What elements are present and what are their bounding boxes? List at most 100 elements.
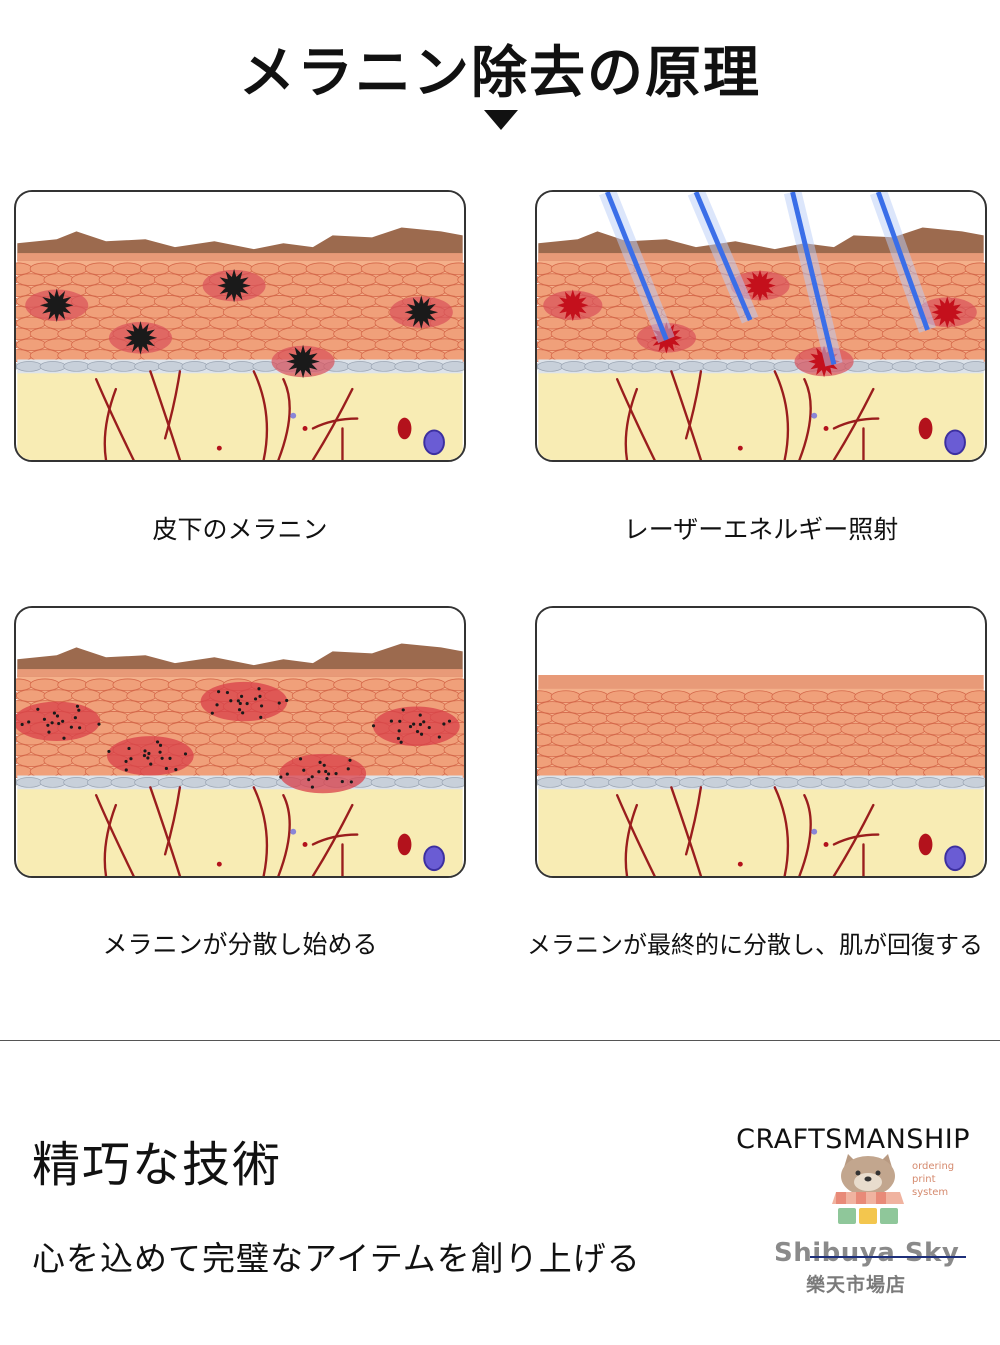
- skin-cell: [592, 701, 623, 714]
- skin-cell: [537, 273, 568, 286]
- blood-vessel: [832, 803, 875, 876]
- basal-cell: [417, 777, 445, 788]
- blood-vessel: [684, 786, 703, 856]
- blood-vessel: [311, 417, 359, 430]
- heated-melanin: [931, 296, 963, 328]
- skin-cell: [126, 689, 157, 702]
- skin-cell: [347, 316, 378, 330]
- basal-cell: [537, 777, 564, 788]
- melanin-dot: [419, 732, 424, 736]
- skin-cell: [840, 316, 871, 330]
- skin-cell: [126, 273, 157, 286]
- skin-cell: [730, 722, 761, 736]
- stratum-corneum: [17, 643, 463, 677]
- melanin-dot: [397, 729, 401, 733]
- skin-cell: [743, 712, 775, 725]
- basal-cell: [39, 361, 66, 372]
- skin-cell: [619, 316, 651, 330]
- skin-cell: [730, 701, 761, 714]
- skin-cell: [443, 327, 464, 341]
- skin-cell: [688, 733, 720, 747]
- skin-cell: [978, 702, 985, 713]
- basal-cell: [844, 777, 871, 788]
- skin-cell: [71, 338, 102, 352]
- skin-cell: [236, 754, 267, 768]
- logo-subname: 樂天市場店: [806, 1274, 907, 1296]
- basal-cell: [417, 361, 445, 372]
- skin-cell: [605, 733, 637, 747]
- skin-cell: [16, 338, 47, 352]
- skin-cell: [402, 338, 433, 352]
- skin-cell: [57, 327, 88, 341]
- skin-cell: [140, 700, 171, 713]
- skin-cell: [374, 754, 405, 768]
- small-cell: [216, 445, 222, 451]
- basal-cell: [891, 361, 919, 372]
- skin-cell: [43, 273, 74, 286]
- skin-cell: [278, 284, 309, 297]
- skin-cell: [84, 284, 116, 297]
- skin-cell: [771, 712, 802, 725]
- skin-cell: [936, 284, 968, 297]
- skin-cell: [98, 711, 130, 724]
- basal-cell: [370, 361, 398, 372]
- logo-underline: [810, 1256, 966, 1258]
- skin-cell: [978, 296, 985, 307]
- skin-cell: [305, 284, 336, 297]
- skin-cell: [743, 327, 775, 341]
- section-divider: [0, 1040, 1000, 1041]
- white-blood-cell: [944, 845, 966, 872]
- skin-cell: [347, 295, 378, 308]
- skin-cell: [360, 700, 392, 713]
- melanin-dot: [324, 769, 328, 774]
- skin-cell: [443, 284, 464, 297]
- skin-cell: [264, 295, 295, 308]
- caption-melanin: 皮下のメラニン: [152, 515, 328, 544]
- skin-cell: [112, 262, 143, 276]
- skin-cell: [333, 262, 364, 276]
- skin-cell: [333, 700, 364, 713]
- skin-cell: [661, 733, 692, 747]
- basal-cell: [915, 361, 942, 372]
- melanin-dot: [36, 707, 40, 711]
- melanin-dot: [348, 758, 352, 762]
- dispersing-area: [106, 736, 194, 776]
- skin-cell: [84, 262, 116, 276]
- heated-melanin: [808, 345, 840, 378]
- skin-cell: [771, 733, 802, 747]
- skin-cell: [881, 733, 913, 747]
- skin-cell: [661, 284, 692, 297]
- melanin-dot: [168, 756, 172, 760]
- skin-cell: [415, 284, 447, 297]
- melanin-dot: [46, 723, 50, 727]
- skin-cell: [126, 295, 157, 308]
- blood-vessel: [163, 786, 182, 856]
- melanin-dot: [158, 750, 162, 754]
- skin-cell: [868, 744, 899, 758]
- small-cell: [737, 861, 743, 867]
- skin-cell: [167, 284, 199, 297]
- skin-cell: [360, 305, 392, 319]
- skin-diagram: [537, 608, 985, 876]
- skin-cell: [730, 338, 761, 352]
- stratum-line: [538, 253, 984, 261]
- skin-cell: [757, 701, 788, 714]
- skin-cell: [785, 744, 816, 758]
- skin-cell: [374, 689, 405, 702]
- skin-cell: [633, 733, 664, 747]
- melanin-dot: [236, 699, 240, 703]
- skin-cell: [98, 295, 130, 308]
- melanin-dot: [42, 717, 47, 721]
- skin-cell: [264, 316, 295, 330]
- skin-cell: [674, 273, 706, 286]
- skin-cell: [674, 744, 706, 758]
- blood-vessel: [103, 387, 118, 460]
- skin-cell: [429, 754, 461, 768]
- blood-vessel: [798, 378, 812, 460]
- skin-cell: [964, 327, 985, 341]
- skin-cell: [537, 701, 568, 714]
- skin-cell: [647, 701, 678, 714]
- basal-cell: [678, 361, 706, 372]
- skin-cell: [291, 273, 323, 286]
- skin-cell: [250, 721, 281, 735]
